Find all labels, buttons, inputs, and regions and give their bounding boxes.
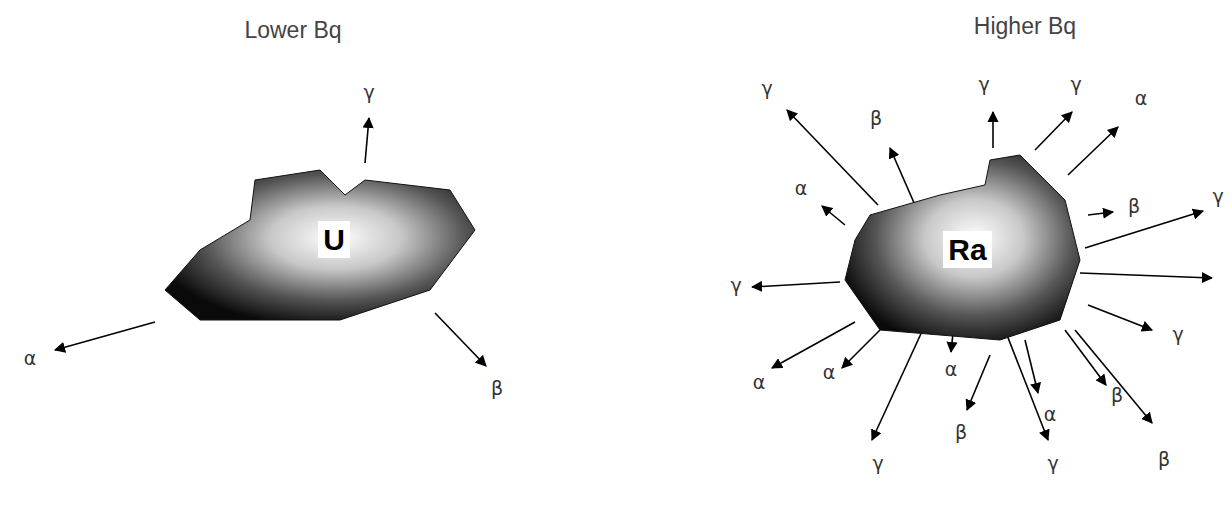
radiation-label: γ (761, 79, 772, 98)
radiation-label: α (24, 349, 37, 368)
radiation-label: γ (363, 83, 374, 102)
radiation-label: β (1111, 386, 1123, 405)
panel-title: Higher Bq (974, 15, 1076, 38)
radiation-label: γ (1172, 325, 1183, 344)
radiation-label: γ (1070, 75, 1081, 94)
radiation-label: γ (730, 276, 741, 295)
radiation-label: γ (978, 75, 989, 94)
radiation-label: β (491, 379, 503, 398)
element-symbol: Ra (943, 231, 991, 268)
radiation-label: α (945, 360, 958, 379)
radiation-label: β (1158, 450, 1170, 469)
radiation-label: α (1135, 89, 1148, 108)
radiation-label: α (823, 363, 836, 382)
element-symbol: U (318, 221, 350, 258)
radiation-label: β (870, 109, 882, 128)
radiation-label: α (1044, 405, 1057, 424)
radiation-label: β (1128, 197, 1140, 216)
radioactive-sample: U (160, 165, 480, 325)
radiation-label: β (955, 423, 967, 442)
panel-title: Lower Bq (244, 19, 341, 42)
radiation-label: α (795, 179, 808, 198)
radiation-label: γ (1212, 187, 1223, 206)
radiation-label: α (753, 373, 766, 392)
radiation-label: γ (1047, 454, 1058, 473)
radiation-label: γ (872, 454, 883, 473)
radioactive-sample: Ra (840, 150, 1085, 345)
